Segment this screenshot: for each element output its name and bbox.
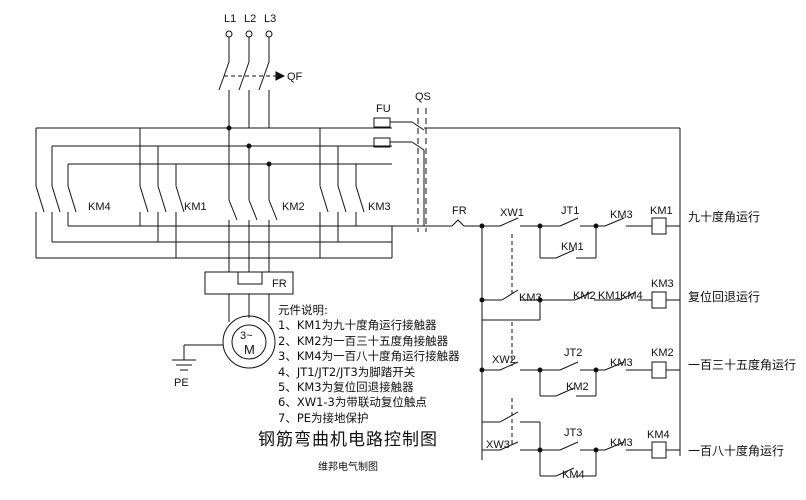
km1-interlock-label: KM1 bbox=[598, 290, 621, 302]
ground-symbol: PE bbox=[172, 344, 223, 389]
km4-hold-label: KM4 bbox=[562, 469, 585, 481]
fu-label: FU bbox=[376, 103, 391, 115]
rung-3-label: 一百三十五度角运行 bbox=[688, 357, 796, 372]
phase-l2-label: L2 bbox=[244, 13, 256, 25]
legend-item: 6、XW1-3为带联动复位触点 bbox=[278, 395, 427, 410]
legend-item: 1、KM1为九十度角运行接触器 bbox=[278, 318, 437, 333]
xw3-label: XW3 bbox=[486, 439, 510, 451]
km3-hold-label: KM3 bbox=[519, 292, 542, 304]
rung-1-label: 九十度角运行 bbox=[688, 209, 760, 224]
control-rung-4: XW3 JT3 KM3 KM4 一百八十度角运行 KM4 bbox=[481, 398, 784, 481]
xw2-label: XW2 bbox=[492, 354, 516, 366]
rung-4-label: 一百八十度角运行 bbox=[688, 443, 784, 458]
control-rung-1: FR XW1 JT1 KM3 KM1 九十度角运行 KM1 bbox=[424, 205, 760, 259]
jt2-label: JT2 bbox=[564, 347, 582, 359]
jt1-label: JT1 bbox=[561, 205, 579, 217]
km4-interlock-label: KM4 bbox=[620, 290, 643, 302]
km1-power-label: KM1 bbox=[184, 201, 207, 213]
legend-heading: 元件说明: bbox=[278, 303, 328, 317]
phase-l3-label: L3 bbox=[264, 13, 276, 25]
coil-km3-label: KM3 bbox=[651, 278, 674, 290]
motor: 3~ M bbox=[222, 315, 276, 369]
km2-power-label: KM2 bbox=[282, 201, 305, 213]
overload-relay: FR bbox=[204, 271, 294, 322]
breaker-label: QF bbox=[287, 71, 303, 83]
legend-item: 5、KM3为复位回退接触器 bbox=[278, 380, 414, 395]
supply-terminals: L1 L2 L3 bbox=[224, 13, 276, 62]
coil-km4-label: KM4 bbox=[647, 429, 670, 441]
legend-item: 4、JT1/JT2/JT3为脚踏开关 bbox=[278, 364, 416, 379]
control-rung-3: XW2 JT2 KM3 KM2 一百三十五度角运行 KM2 bbox=[479, 322, 796, 397]
coil-km1-label: KM1 bbox=[650, 205, 673, 217]
component-legend: 元件说明: 1、KM1为九十度角运行接触器 2、KM2为一百三十五度角接触器 3… bbox=[278, 303, 460, 426]
legend-item: 2、KM2为一百三十五度角接触器 bbox=[278, 333, 449, 348]
phase-l1-label: L1 bbox=[224, 13, 236, 25]
coil-km2-label: KM2 bbox=[651, 347, 674, 359]
qs-label: QS bbox=[415, 91, 431, 103]
diagram-subtitle: 维邦电气制图 bbox=[318, 462, 378, 473]
diagram-title: 钢筋弯曲机电路控制图 bbox=[258, 430, 438, 450]
control-rung-2: KM3 KM2 KM1 KM4 KM3 复位回退运行 bbox=[479, 226, 760, 460]
km2-hold-label: KM2 bbox=[566, 381, 589, 393]
km3-power-label: KM3 bbox=[368, 201, 391, 213]
km3-interlock-1-label: KM3 bbox=[610, 209, 633, 221]
fr-contact-label: FR bbox=[452, 205, 467, 217]
ground-label: PE bbox=[174, 377, 189, 389]
xw1-label: XW1 bbox=[500, 207, 524, 219]
motor-letter: M bbox=[244, 342, 255, 357]
motor-phase: 3~ bbox=[240, 330, 253, 342]
legend-item: 3、KM4为一百八十度角运行接触器 bbox=[278, 349, 460, 364]
fr-label: FR bbox=[272, 278, 287, 290]
breaker-qf: QF bbox=[218, 61, 303, 128]
legend-item: 7、PE为接地保护 bbox=[278, 410, 369, 425]
km4-power-label: KM4 bbox=[88, 201, 111, 213]
control-supply: FU QS bbox=[373, 91, 681, 456]
power-contacts: KM4 KM1 KM2 KM3 bbox=[35, 128, 393, 272]
jt3-label: JT3 bbox=[564, 427, 582, 439]
rung-2-label: 复位回退运行 bbox=[688, 289, 760, 304]
km1-hold-label: KM1 bbox=[561, 241, 584, 253]
